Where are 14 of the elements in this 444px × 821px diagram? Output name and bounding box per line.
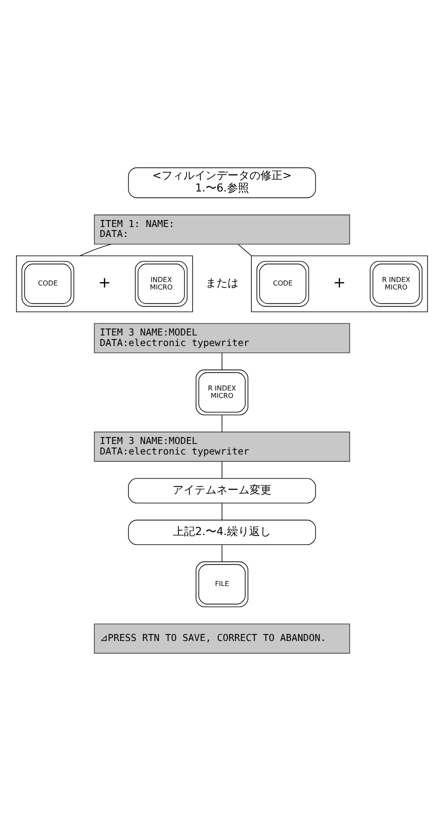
label: または xyxy=(206,276,238,290)
label: + xyxy=(98,274,111,292)
node-box: 上記2.〜4.繰り返し xyxy=(128,520,316,546)
node-box: ITEM 3 NAME:MODEL DATA:electronic typewriter xyxy=(94,432,350,462)
cluster xyxy=(251,255,428,312)
label: + xyxy=(333,274,346,292)
node-box: アイテムネーム変更 xyxy=(128,478,316,504)
node-box: ITEM 1: NAME: DATA: xyxy=(94,214,350,245)
node-box: ITEM 3 NAME:MODEL DATA:electronic typewriter xyxy=(94,323,350,354)
connector xyxy=(238,244,252,256)
connector xyxy=(80,244,112,256)
node-box: <フィルインデータの修正> 1.〜6.参照 xyxy=(128,167,316,198)
cluster xyxy=(16,255,193,312)
node-box: ⊿PRESS RTN TO SAVE, CORRECT TO ABANDON. xyxy=(94,624,350,654)
